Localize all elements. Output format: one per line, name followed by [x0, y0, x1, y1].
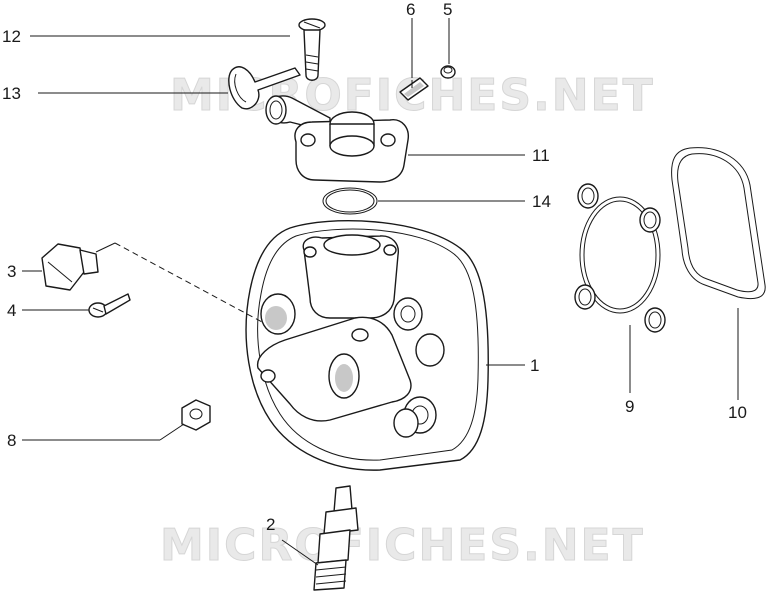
callout-13: 13 — [2, 84, 21, 103]
part-10-large-gasket — [671, 147, 766, 299]
part-8-nut — [181, 399, 211, 431]
part-4-screw — [88, 293, 131, 318]
callout-3: 3 — [7, 262, 16, 281]
leader-3-dash-a — [95, 242, 116, 253]
part-12-bolt — [298, 18, 326, 81]
leader-2 — [281, 539, 319, 566]
part-3-plug — [41, 243, 99, 291]
part-2-spark-plug — [313, 485, 359, 591]
callout-14: 14 — [532, 192, 551, 211]
callout-labels: 12 13 6 5 11 14 3 4 8 1 2 9 10 — [2, 0, 747, 534]
callout-4: 4 — [7, 301, 16, 320]
leader-lines — [22, 18, 739, 566]
part-13-clip — [228, 66, 301, 110]
part-5-cap — [440, 65, 456, 79]
callout-10: 10 — [728, 403, 747, 422]
callout-6: 6 — [406, 0, 415, 19]
part-9-lobed-gasket — [574, 183, 666, 333]
callout-2: 2 — [266, 515, 275, 534]
callout-8: 8 — [7, 431, 16, 450]
part-11-housing — [265, 95, 409, 183]
callout-9: 9 — [625, 397, 634, 416]
leader-3-dash-b — [114, 242, 263, 323]
part-6-valve — [399, 77, 429, 101]
callout-1: 1 — [530, 356, 539, 375]
callout-5: 5 — [443, 0, 452, 19]
callout-11: 11 — [532, 146, 550, 165]
leader-8b — [159, 423, 185, 441]
part-1-cylinder-head — [245, 219, 489, 471]
part-14-o-ring — [322, 187, 378, 215]
callout-12: 12 — [2, 27, 21, 46]
watermark-bottom: MICROFICHES.NET — [160, 520, 645, 571]
